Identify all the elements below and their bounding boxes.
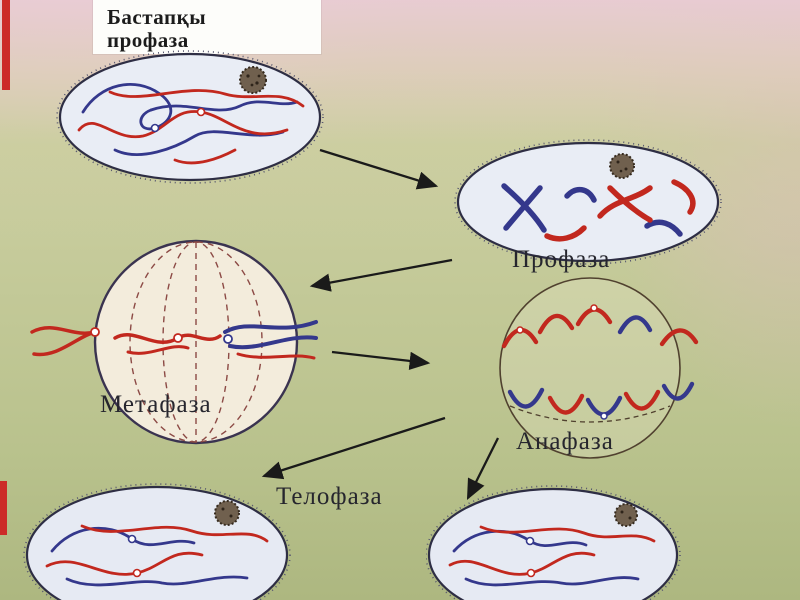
chromatin-knot xyxy=(150,123,160,133)
anaphase-bottom-chromosomes xyxy=(507,381,695,417)
blue-chromosomes xyxy=(501,183,683,237)
centromere-knot xyxy=(590,304,598,312)
label-anaphase: Анафаза xyxy=(516,428,614,455)
cell-metaphase xyxy=(30,239,318,445)
left-red-stripe-top xyxy=(2,0,10,90)
cell-membrane-outer xyxy=(426,485,681,600)
cell-membrane xyxy=(456,141,720,263)
cell-prophase xyxy=(454,139,722,265)
label-telophase: Телофаза xyxy=(276,483,383,510)
arrow-to-anaphase xyxy=(331,350,431,371)
centromere-knot xyxy=(600,412,608,420)
chromatin-knot xyxy=(196,107,206,117)
cell-telophase-right xyxy=(426,485,681,600)
arrow-to-metaphase xyxy=(309,258,453,292)
nucleolus xyxy=(614,503,638,527)
centromere-knot xyxy=(173,333,183,343)
title-label: Бастапқы профаза xyxy=(107,5,207,53)
red-chromosomes xyxy=(544,179,696,242)
cell-membrane-outer xyxy=(454,139,722,265)
equator-dashed xyxy=(509,405,671,423)
cell-membrane xyxy=(58,52,322,182)
cell-membrane-outer xyxy=(23,483,291,600)
red-chromatin-threads xyxy=(77,89,305,165)
cell-anaphase xyxy=(499,277,699,459)
arrow-to-prophase xyxy=(319,148,439,190)
cell-membrane-outer xyxy=(56,50,324,184)
cell-early-prophase xyxy=(56,50,324,184)
nucleolus xyxy=(214,500,240,526)
label-prophase: Профаза xyxy=(512,246,611,273)
blue-chromatin-threads xyxy=(81,83,299,156)
chromatin-knot xyxy=(525,536,535,546)
chromatin-knot xyxy=(526,568,536,578)
blue-metaphase-chromosomes xyxy=(223,320,318,350)
chromatin-knot xyxy=(132,568,142,578)
cell-telophase-left xyxy=(23,483,291,600)
left-red-stripe-bottom xyxy=(0,481,7,535)
chromatin-knot xyxy=(127,534,137,544)
centromere-knot xyxy=(90,327,100,337)
centromere-knot xyxy=(516,326,524,334)
label-metaphase: Метафаза xyxy=(100,391,212,418)
nucleolus xyxy=(609,153,635,179)
centromere-knot xyxy=(223,334,233,344)
nucleolus xyxy=(239,66,267,94)
title-box: Бастапқы профаза xyxy=(93,0,321,54)
